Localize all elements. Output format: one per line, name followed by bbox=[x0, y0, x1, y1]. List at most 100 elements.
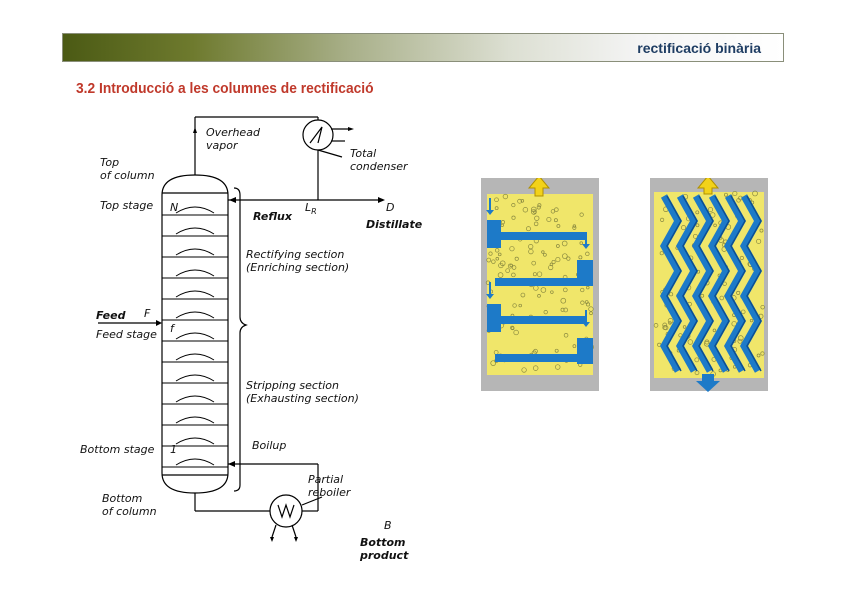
bubble bbox=[553, 218, 558, 223]
packing-channel-edge bbox=[746, 195, 762, 372]
sieve-tray-illustration bbox=[481, 178, 599, 391]
bubble bbox=[737, 338, 743, 344]
bubble bbox=[695, 210, 700, 215]
bubble bbox=[531, 260, 537, 266]
bubble bbox=[521, 367, 527, 373]
bubble bbox=[495, 257, 500, 261]
bubble bbox=[669, 292, 674, 297]
packing-channel-edge bbox=[698, 195, 714, 372]
feed-label: Feed bbox=[96, 309, 126, 322]
bubble bbox=[541, 250, 545, 254]
bubble bbox=[497, 272, 504, 278]
bubble bbox=[500, 220, 506, 225]
reboiler-icon bbox=[269, 494, 303, 528]
bubble bbox=[490, 360, 497, 366]
bubble bbox=[550, 209, 556, 214]
bubble bbox=[528, 244, 534, 250]
bubble bbox=[556, 224, 561, 228]
header-title: rectificació binària bbox=[637, 40, 761, 56]
bubble bbox=[724, 192, 728, 197]
rectifying-section-label: Rectifying section(Enriching section) bbox=[246, 248, 349, 274]
bubble bbox=[760, 304, 765, 310]
bubble bbox=[549, 262, 554, 267]
bubble bbox=[756, 353, 761, 358]
bubble bbox=[511, 272, 516, 278]
bubble bbox=[491, 259, 496, 264]
bubble bbox=[563, 287, 568, 293]
bubble bbox=[540, 287, 547, 293]
bubble bbox=[518, 303, 522, 308]
bubble bbox=[513, 329, 519, 336]
tray-cap bbox=[175, 458, 215, 466]
bubble bbox=[555, 257, 561, 263]
bottoms-symbol: B bbox=[384, 519, 392, 532]
bubble bbox=[543, 309, 548, 315]
bubble bbox=[510, 325, 515, 330]
tray-cap bbox=[175, 269, 215, 277]
bubble bbox=[667, 318, 674, 324]
bubble bbox=[712, 328, 717, 333]
bubble bbox=[554, 207, 559, 212]
bubble bbox=[509, 263, 513, 268]
bubble bbox=[499, 260, 506, 267]
bubble bbox=[732, 190, 738, 197]
bubble bbox=[561, 240, 568, 247]
bubble bbox=[502, 193, 509, 200]
tray-cap bbox=[175, 311, 215, 319]
bubble bbox=[719, 295, 725, 301]
bubble bbox=[563, 307, 569, 313]
bubble bbox=[505, 268, 510, 273]
column-shell bbox=[161, 174, 229, 494]
stripping-section-label: Stripping section(Exhausting section) bbox=[246, 379, 359, 405]
bubble bbox=[572, 344, 577, 348]
condenser-icon bbox=[302, 119, 334, 151]
bubble bbox=[530, 206, 537, 213]
packing-channel bbox=[691, 194, 715, 373]
bubble bbox=[550, 290, 554, 294]
bubble bbox=[681, 225, 687, 231]
bubble bbox=[580, 287, 585, 293]
bubble bbox=[578, 255, 583, 260]
tray-cap bbox=[175, 248, 215, 256]
bubble bbox=[713, 223, 717, 228]
bubble bbox=[532, 272, 537, 277]
bubble bbox=[488, 251, 493, 256]
packing-channel-edge bbox=[714, 195, 730, 372]
bubble bbox=[589, 311, 593, 316]
packing-channel-edge bbox=[682, 195, 698, 372]
bubble bbox=[494, 197, 499, 203]
structured-packing-illustration bbox=[650, 178, 768, 392]
packing-channel bbox=[659, 194, 683, 373]
bubble bbox=[497, 252, 502, 257]
bubble bbox=[759, 228, 764, 233]
bubble bbox=[653, 323, 659, 328]
distillate-symbol: D bbox=[386, 201, 394, 214]
bubble bbox=[756, 238, 762, 244]
tray-cap bbox=[175, 332, 215, 340]
tray-cap bbox=[175, 290, 215, 298]
packing-channel bbox=[707, 194, 731, 373]
bubble bbox=[543, 252, 547, 257]
bubble bbox=[737, 335, 744, 341]
stage-n-label: N bbox=[170, 201, 178, 214]
bubble bbox=[760, 351, 765, 356]
bubble bbox=[572, 225, 577, 230]
bubble bbox=[562, 253, 568, 259]
tray-cap bbox=[175, 395, 215, 403]
bubble bbox=[741, 309, 746, 315]
bubble bbox=[520, 292, 526, 298]
bubble bbox=[546, 216, 552, 222]
bubble bbox=[682, 325, 687, 329]
reflux-label: Reflux bbox=[253, 210, 293, 223]
tray-cap bbox=[175, 416, 215, 424]
feed-stage-label: Feed stage bbox=[96, 328, 157, 341]
bubble bbox=[554, 348, 559, 353]
bubble bbox=[509, 246, 515, 252]
bubble bbox=[537, 203, 542, 208]
bubble bbox=[662, 322, 668, 328]
bubble bbox=[659, 251, 664, 256]
